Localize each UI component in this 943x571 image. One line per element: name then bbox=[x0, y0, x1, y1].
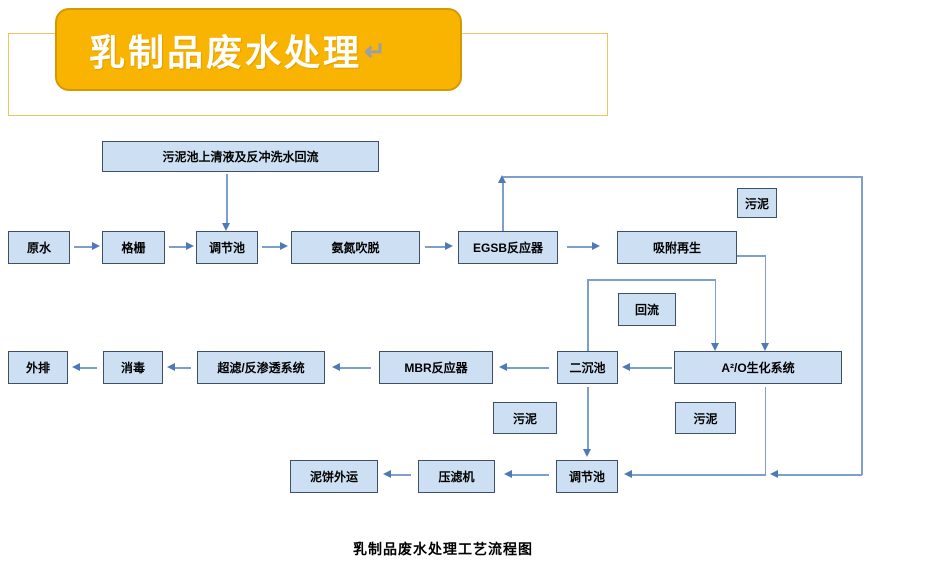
arrowhead-ammonia-egsb bbox=[445, 242, 453, 250]
connector-loop-bottom bbox=[778, 474, 862, 476]
page-title: 乳制品废水处理 bbox=[89, 31, 363, 73]
connector-sludge-to-eq2 bbox=[632, 474, 766, 476]
arrowhead-supernatant-to-eq1 bbox=[222, 223, 230, 231]
connector-egsb-adsorption bbox=[567, 246, 592, 248]
connector-eq1-ammonia bbox=[262, 246, 280, 248]
arrowhead-egsb-adsorption bbox=[592, 242, 600, 250]
connector-eq2-filterpress bbox=[512, 474, 549, 476]
arrowhead-eq1-ammonia bbox=[280, 242, 288, 250]
connector-ufro-disinfection bbox=[175, 367, 191, 369]
connector-adsorption-down-aao bbox=[764, 255, 767, 343]
node-sludge-left: 污泥 bbox=[493, 402, 557, 434]
connector-aao-down bbox=[764, 387, 767, 475]
node-aao-system: A²/O生化系统 bbox=[674, 351, 842, 384]
node-equalization-tank-2: 调节池 bbox=[556, 460, 618, 493]
arrowhead-loop-bottom bbox=[770, 470, 778, 478]
arrowhead-reflux-aao bbox=[711, 343, 719, 351]
node-ammonia-stripping: 氨氮吹脱 bbox=[291, 231, 420, 264]
node-raw-water: 原水 bbox=[8, 231, 70, 264]
connector-clarifier-eq2 bbox=[587, 387, 589, 449]
node-egsb-reactor: EGSB反应器 bbox=[458, 231, 558, 264]
node-discharge: 外排 bbox=[8, 351, 68, 384]
node-uf-ro-system: 超滤/反渗透系统 bbox=[197, 351, 325, 384]
connector-aao-clarifier bbox=[630, 367, 672, 369]
connector-mbr-ufro bbox=[340, 367, 371, 369]
connector-reflux-top bbox=[587, 279, 716, 281]
node-sludge-top: 污泥 bbox=[737, 188, 777, 218]
node-mbr-reactor: MBR反应器 bbox=[379, 351, 493, 384]
node-equalization-tank-1: 调节池 bbox=[196, 231, 258, 264]
arrowhead-rawwater-grille bbox=[92, 242, 100, 250]
connector-supernatant-to-eq1 bbox=[226, 174, 228, 223]
node-disinfection: 消毒 bbox=[103, 351, 163, 384]
connector-clarifier-up bbox=[587, 280, 589, 351]
arrowhead-sludge-to-eq2 bbox=[624, 470, 632, 478]
arrowhead-aao-clarifier bbox=[622, 363, 630, 371]
arrowhead-eq2-filterpress bbox=[504, 470, 512, 478]
paragraph-return-icon: ↵ bbox=[364, 36, 386, 66]
arrowhead-ufro-disinfection bbox=[167, 363, 175, 371]
node-grille: 格栅 bbox=[102, 231, 165, 264]
arrowhead-grille-eq1 bbox=[186, 242, 194, 250]
title-banner: 乳制品废水处理 ↵ bbox=[55, 8, 462, 91]
node-filter-press: 压滤机 bbox=[418, 460, 495, 493]
node-adsorption-regeneration: 吸附再生 bbox=[617, 231, 737, 264]
arrowhead-egsb-up bbox=[498, 175, 506, 183]
arrowhead-adsorption-aao bbox=[761, 343, 769, 351]
node-reflux: 回流 bbox=[618, 293, 676, 326]
connector-loop-top bbox=[503, 176, 862, 178]
connector-reflux-down-aao bbox=[714, 279, 717, 343]
node-supernatant-return: 污泥池上清液及反冲洗水回流 bbox=[102, 141, 379, 172]
arrowhead-filterpress-cake bbox=[383, 470, 391, 478]
connector-egsb-up bbox=[502, 183, 504, 231]
connector-adsorption-right bbox=[737, 255, 766, 257]
arrowhead-clarifier-mbr bbox=[499, 363, 507, 371]
node-sludge-cake-out: 泥饼外运 bbox=[290, 460, 378, 493]
connector-ammonia-egsb bbox=[425, 246, 445, 248]
connector-filterpress-cake bbox=[391, 474, 411, 476]
node-secondary-clarifier: 二沉池 bbox=[557, 351, 618, 384]
arrowhead-disinfection-discharge bbox=[72, 363, 80, 371]
connector-clarifier-mbr bbox=[507, 367, 549, 369]
connector-loop-right bbox=[861, 176, 863, 475]
diagram-caption: 乳制品废水处理工艺流程图 bbox=[353, 541, 533, 557]
connector-grille-eq1 bbox=[169, 246, 186, 248]
node-sludge-right: 污泥 bbox=[675, 402, 736, 434]
arrowhead-clarifier-eq2 bbox=[583, 449, 591, 457]
connector-rawwater-grille bbox=[74, 246, 92, 248]
connector-disinfection-discharge bbox=[80, 367, 97, 369]
arrowhead-mbr-ufro bbox=[332, 363, 340, 371]
